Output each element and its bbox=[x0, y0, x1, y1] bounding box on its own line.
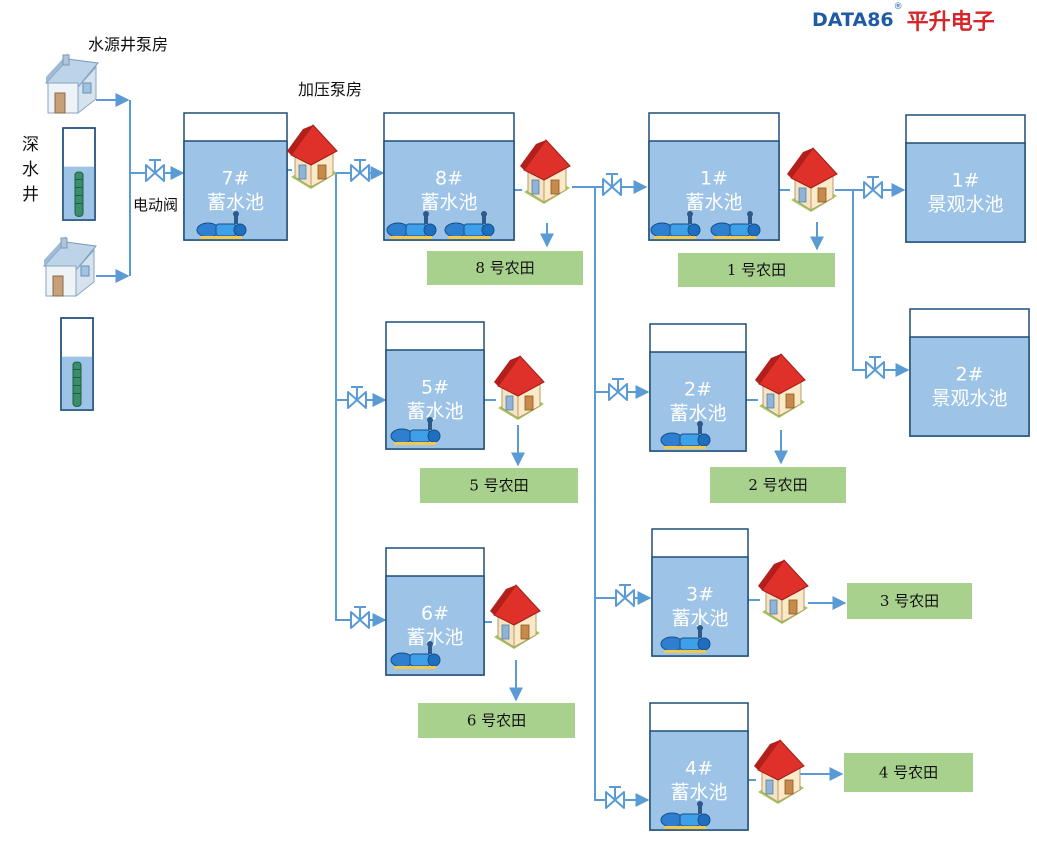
well-pump-house-label: 水源井泵房 bbox=[88, 35, 169, 54]
valve-icon[interactable] bbox=[605, 786, 625, 809]
pipe-tank8-trunk bbox=[572, 186, 650, 807]
valve-icon[interactable] bbox=[608, 378, 628, 401]
storage-tank-6: 6#蓄水池 bbox=[385, 547, 485, 676]
pump-icon bbox=[650, 211, 701, 239]
pipe-landscape-trunk bbox=[835, 189, 910, 377]
tank-number: 3# bbox=[686, 584, 714, 606]
tank-name: 蓄水池 bbox=[670, 782, 727, 804]
farmland-2: 2 号农田 bbox=[710, 467, 846, 503]
farmland-label: 3 号农田 bbox=[880, 592, 939, 610]
storage-tank-L2: 2#景观水池 bbox=[909, 308, 1030, 437]
farmland-label: 1 号农田 bbox=[727, 261, 786, 279]
farmland-1: 1 号农田 bbox=[678, 253, 835, 287]
valve-icon[interactable] bbox=[865, 356, 885, 379]
farmland-label: 6 号农田 bbox=[467, 712, 526, 730]
valve-icon[interactable] bbox=[347, 386, 367, 409]
pump-house-icon bbox=[520, 139, 571, 204]
brand-name-en: DATA86 bbox=[812, 9, 894, 31]
pump-house-icon bbox=[758, 559, 809, 624]
valve-icon[interactable] bbox=[350, 606, 370, 629]
electric-valve-icon[interactable] bbox=[145, 159, 165, 182]
pump-icon bbox=[386, 211, 437, 239]
tank-number: 5# bbox=[421, 377, 449, 399]
tank-name: 蓄水池 bbox=[420, 192, 477, 214]
deep-well-1 bbox=[62, 127, 96, 221]
well-pump-house-icon bbox=[42, 236, 97, 298]
farmland-6: 6 号农田 bbox=[418, 703, 575, 738]
farmland-8: 8 号农田 bbox=[427, 251, 583, 285]
tank-number: 8# bbox=[435, 168, 463, 190]
pipe-booster-trunk bbox=[300, 172, 387, 627]
valve-icon[interactable] bbox=[615, 584, 635, 607]
farmland-label: 2 号农田 bbox=[748, 476, 807, 494]
tank-number: 1# bbox=[700, 168, 728, 190]
pump-icon bbox=[660, 421, 711, 449]
farmland-label: 5 号农田 bbox=[469, 477, 528, 495]
valve-icon[interactable] bbox=[602, 173, 622, 196]
storage-tank-1: 1#蓄水池 bbox=[648, 112, 780, 241]
tank-name: 蓄水池 bbox=[406, 627, 463, 649]
valve-icon[interactable] bbox=[350, 159, 370, 182]
storage-tank-2: 2#蓄水池 bbox=[649, 323, 747, 452]
farmland-5: 5 号农田 bbox=[420, 468, 578, 503]
brand-logo: DATA86®平升电子 bbox=[812, 2, 995, 35]
storage-tank-3: 3#蓄水池 bbox=[651, 528, 749, 657]
registered-mark: ® bbox=[893, 2, 903, 12]
tank-number: 6# bbox=[421, 603, 449, 625]
tank-group: 7#蓄水池8#蓄水池1#蓄水池5#蓄水池6#蓄水池2#蓄水池3#蓄水池4#蓄水池… bbox=[183, 112, 1030, 831]
farmland-3: 3 号农田 bbox=[847, 583, 972, 619]
pump-icon bbox=[660, 625, 711, 653]
storage-tank-5: 5#蓄水池 bbox=[385, 321, 485, 450]
valve-icon[interactable] bbox=[863, 176, 883, 199]
pump-icon bbox=[390, 641, 441, 669]
farmland-4: 4 号农田 bbox=[844, 753, 973, 792]
pump-house-icon bbox=[755, 353, 806, 418]
farmland-label: 8 号农田 bbox=[475, 259, 534, 277]
farmland-label: 4 号农田 bbox=[879, 764, 938, 782]
tank-name: 景观水池 bbox=[927, 194, 1003, 216]
deep-well-2 bbox=[60, 317, 94, 411]
tank-number: 7# bbox=[221, 168, 249, 190]
house-group bbox=[42, 53, 838, 804]
storage-tank-L1: 1#景观水池 bbox=[905, 114, 1026, 243]
field-group: 8 号农田 1 号农田 5 号农田 2 号农田 3 号农田 6 号农田 4 号农田 bbox=[418, 251, 973, 792]
storage-tank-7: 7#蓄水池 bbox=[183, 112, 288, 241]
valve-group bbox=[145, 159, 885, 809]
tank-name: 蓄水池 bbox=[685, 192, 742, 214]
pump-house-icon bbox=[787, 147, 838, 212]
tank-name: 蓄水池 bbox=[406, 401, 463, 423]
pump-icon bbox=[444, 211, 495, 239]
tank-name: 景观水池 bbox=[931, 388, 1007, 410]
brand-name-cn: 平升电子 bbox=[906, 9, 995, 35]
pump-house-icon bbox=[494, 355, 545, 420]
tank-number: 2# bbox=[684, 379, 712, 401]
submersible-pump-icon bbox=[72, 361, 82, 407]
tank-number: 1# bbox=[951, 170, 979, 192]
deep-wells bbox=[60, 127, 96, 411]
electric-valve-label: 电动阀 bbox=[133, 196, 179, 214]
pump-icon bbox=[196, 211, 247, 239]
booster-pump-house-label: 加压泵房 bbox=[298, 80, 363, 99]
pump-icon bbox=[660, 801, 711, 829]
submersible-pump-icon bbox=[74, 171, 84, 217]
pump-house-icon bbox=[490, 584, 541, 649]
tank-name: 蓄水池 bbox=[669, 403, 726, 425]
storage-tank-8: 8#蓄水池 bbox=[383, 112, 515, 241]
pump-icon bbox=[390, 417, 441, 445]
tank-name: 蓄水池 bbox=[207, 192, 264, 214]
deep-well-label: 深水井 bbox=[22, 135, 39, 205]
storage-tank-4: 4#蓄水池 bbox=[649, 702, 749, 831]
tank-number: 4# bbox=[685, 758, 713, 780]
tank-name: 蓄水池 bbox=[671, 608, 728, 630]
pump-house-icon bbox=[754, 739, 805, 804]
tank-number: 2# bbox=[955, 364, 983, 386]
booster-pump-house-icon bbox=[287, 124, 338, 189]
pump-icon bbox=[710, 211, 761, 239]
well-pump-house-icon bbox=[44, 53, 99, 115]
